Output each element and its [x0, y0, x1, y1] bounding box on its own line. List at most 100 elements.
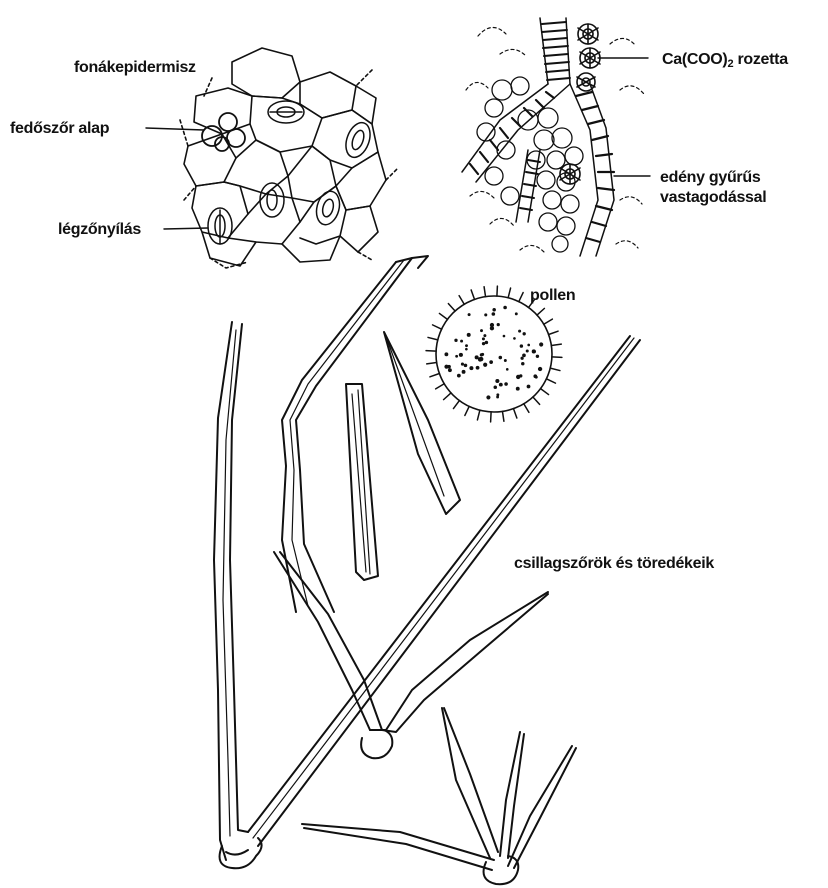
pollen-pore — [444, 365, 448, 369]
pollen-pore — [513, 337, 516, 340]
pollen-pore — [462, 370, 466, 374]
pollen-pore — [468, 313, 471, 316]
pollen-pore — [492, 308, 496, 312]
pollen-pore — [444, 352, 448, 356]
leader-legzonyilas — [164, 228, 208, 229]
pollen-pore — [495, 379, 499, 383]
pollen-spine — [502, 411, 503, 421]
pollen-pore — [535, 376, 538, 379]
pollen-pore — [482, 342, 485, 345]
pollen-pore — [454, 339, 457, 342]
pollen-spine — [448, 304, 455, 311]
pollen-spine — [430, 373, 439, 376]
pollen-pore — [499, 383, 503, 387]
pollen-pore — [489, 360, 493, 364]
pollen-spine — [537, 308, 544, 315]
pollen-pore — [482, 337, 485, 340]
pollen-pore — [483, 334, 486, 337]
label-edeny-line1: edény gyűrűs — [660, 168, 760, 187]
leader-lines — [146, 58, 650, 229]
pollen-pore — [494, 386, 498, 390]
pollen-spine — [484, 287, 485, 297]
pollen-pore — [504, 359, 507, 362]
pollen-spine — [453, 401, 459, 409]
pollen-pore — [467, 333, 471, 337]
pollen-pore — [506, 368, 509, 371]
label-legzonyilas: légzőnyílás — [58, 220, 141, 239]
pollen-pore — [503, 335, 506, 338]
pollen-pore — [459, 353, 463, 357]
pollen-drawing — [426, 286, 562, 422]
leader-fedoszor-alap — [146, 128, 204, 130]
pollen-pore — [465, 344, 468, 347]
label-fedoszor-alap: fedőszőr alap — [10, 119, 109, 138]
vessel-rosette-drawing — [462, 18, 644, 256]
pollen-pore — [469, 366, 473, 370]
pollen-pore — [533, 350, 536, 353]
pollen-pore — [492, 312, 496, 316]
pollen-spine — [436, 384, 445, 389]
pollen-pore — [455, 355, 458, 358]
pollen-pore — [526, 349, 529, 352]
pollen-pore — [490, 323, 494, 327]
pollen-pore — [460, 340, 463, 343]
pollen-pore — [465, 348, 468, 351]
pollen-spine — [533, 397, 540, 404]
pollen-pore — [457, 374, 461, 378]
pollen-pore — [484, 313, 487, 316]
pollen-pore — [499, 356, 503, 360]
pollen-pore — [448, 368, 452, 372]
pollen-pore — [521, 362, 524, 365]
pollen-pore — [516, 387, 520, 391]
pollen-spine — [459, 296, 464, 305]
pollen-spine — [471, 290, 474, 299]
label-rozetta-formula: Ca(COO) — [662, 51, 727, 68]
pollen-pore — [515, 312, 518, 315]
pollen-pore — [536, 355, 539, 358]
pollen-spine — [551, 344, 561, 345]
pollen-spine — [465, 406, 469, 415]
pollen-spine — [519, 293, 523, 302]
pollen-spine — [546, 379, 555, 383]
pollen-spine — [427, 362, 437, 363]
pollen-pore — [486, 395, 490, 399]
pollen-pore — [475, 355, 479, 359]
label-rozetta: Ca(COO)2 rozetta — [662, 50, 788, 74]
pollen-pore — [480, 329, 483, 332]
pollen-pore — [480, 353, 483, 356]
pollen-pore — [523, 332, 526, 335]
pollen-pore — [461, 363, 464, 366]
pollen-spine — [541, 389, 549, 395]
pollen-pore — [522, 353, 526, 357]
pollen-pore — [464, 364, 468, 368]
pollen-pore — [539, 342, 543, 346]
pollen-pore — [519, 374, 522, 377]
pollen-spine — [513, 409, 516, 418]
pollen-spine — [444, 393, 451, 400]
pollen-spine — [544, 319, 553, 324]
pollen-spine — [524, 404, 529, 413]
label-pollen: pollen — [530, 286, 575, 305]
pollen-spine — [477, 410, 479, 420]
pollen-pore — [538, 367, 542, 371]
pollen-spine — [439, 313, 447, 319]
pollen-pore — [496, 396, 499, 399]
pollen-spine — [549, 331, 558, 334]
pollen-pore — [520, 344, 523, 347]
pollen-pore — [527, 344, 530, 347]
pollen-pore — [483, 363, 487, 367]
lower-epidermis-drawing — [180, 48, 398, 268]
label-rozetta-word: rozetta — [733, 51, 788, 68]
pollen-pore — [527, 385, 531, 389]
pollen-pore — [476, 366, 480, 370]
pollen-pore — [520, 357, 523, 360]
pollen-spine — [508, 288, 510, 298]
pollen-pore — [503, 306, 507, 310]
pollen-pore — [479, 357, 483, 361]
label-fonakepidermisz: fonákepidermisz — [74, 58, 196, 77]
pollen-spine — [428, 337, 438, 339]
pollen-pore — [497, 323, 500, 326]
label-csillagszorok: csillagszőrök és töredékeik — [514, 554, 714, 573]
pollen-spine — [550, 368, 560, 370]
